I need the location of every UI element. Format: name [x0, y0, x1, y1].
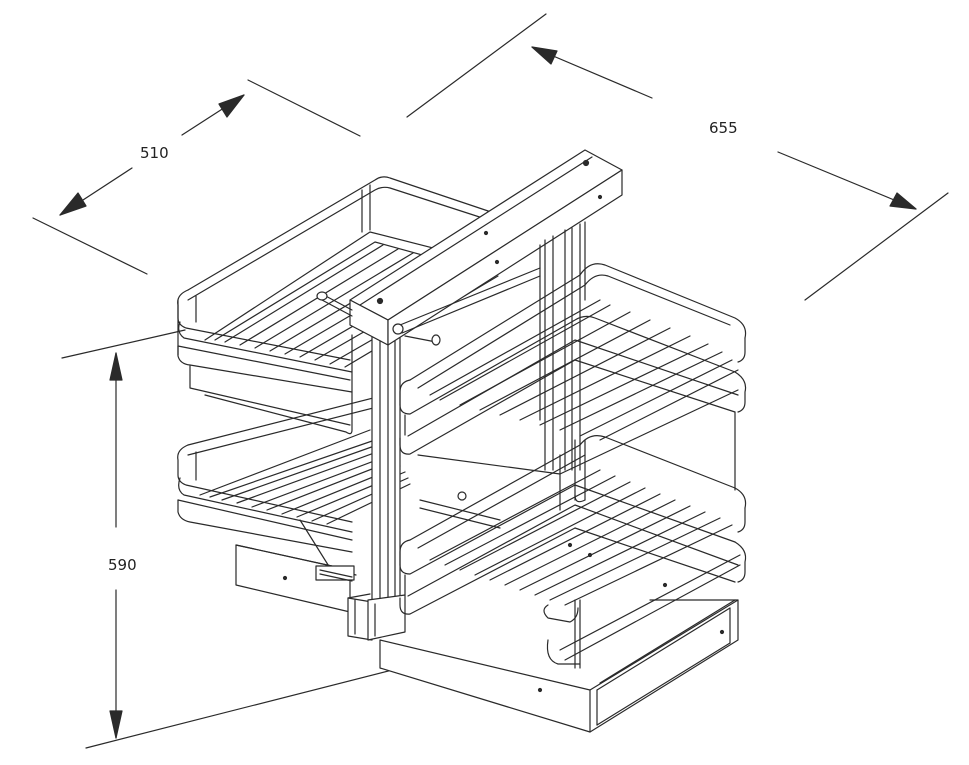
- top-beam: [316, 150, 622, 470]
- basket-right-lower: [400, 436, 746, 668]
- basket-right-upper: [400, 264, 746, 510]
- base-frame: [236, 545, 738, 732]
- dimension-label-width: 655: [707, 119, 740, 137]
- dimension-590: [62, 330, 400, 748]
- dimension-label-depth: 510: [138, 144, 171, 162]
- basket-left-lower: [178, 395, 410, 581]
- dimension-510: [33, 80, 360, 274]
- dimension-label-height: 590: [106, 556, 139, 574]
- dimension-655: [407, 14, 948, 300]
- basket-left-upper: [178, 177, 500, 434]
- central-post: [348, 335, 405, 640]
